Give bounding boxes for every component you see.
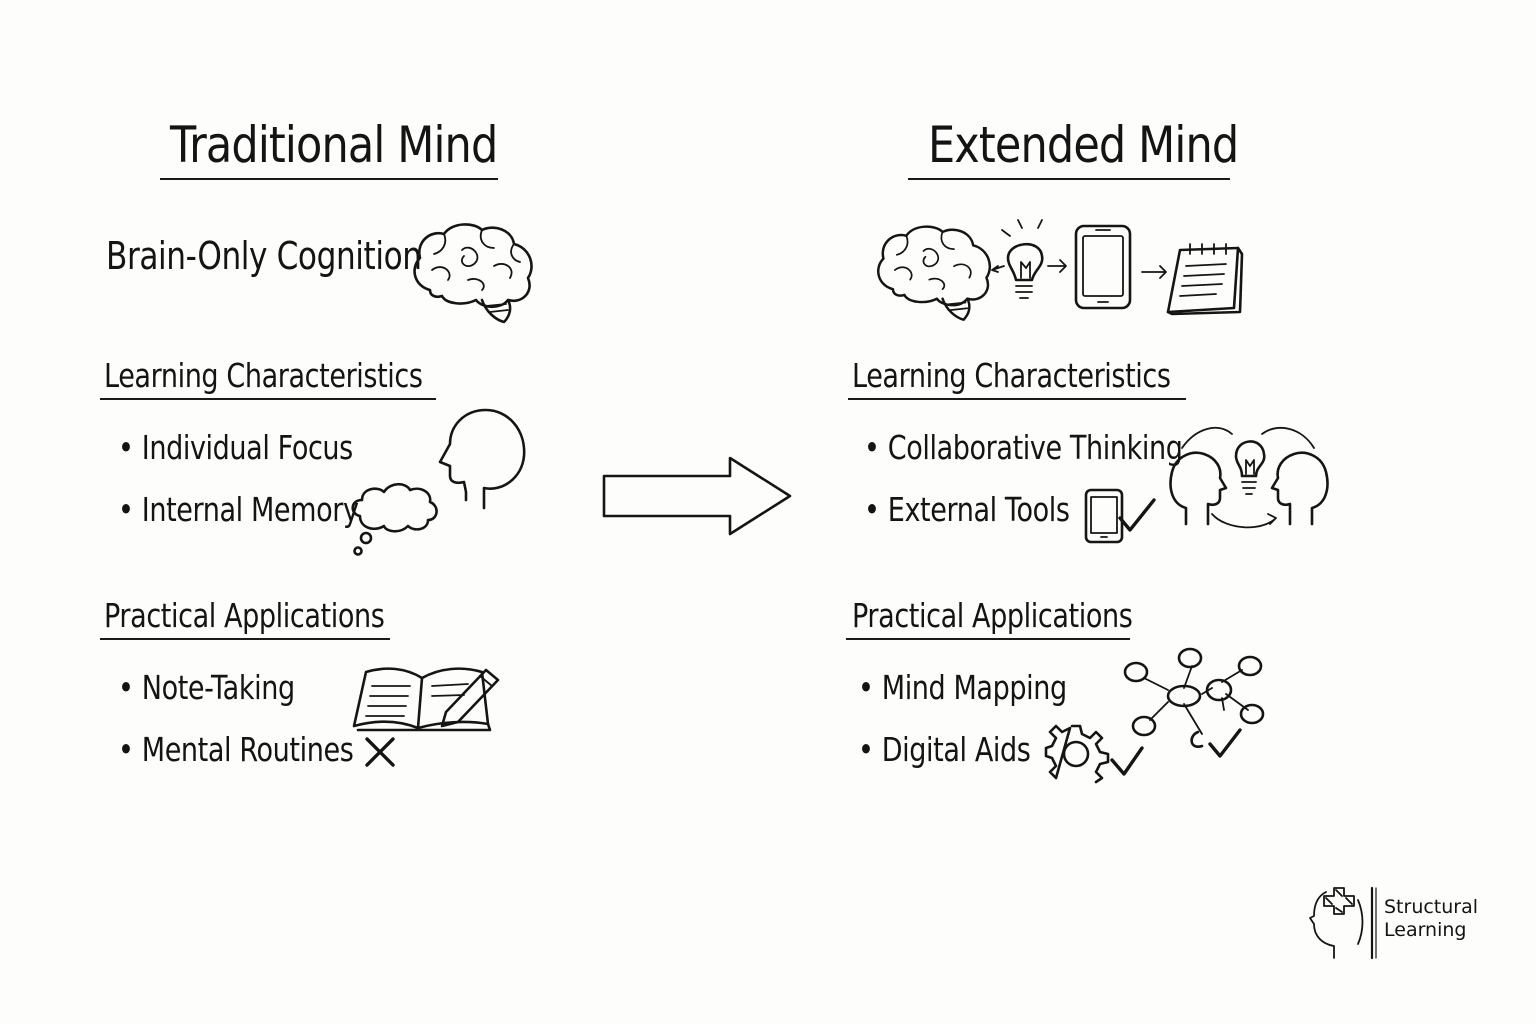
list-item-label: Individual Focus (141, 428, 354, 467)
bullet: • (858, 668, 874, 707)
bullet: • (118, 490, 134, 529)
list-item-label: Mind Mapping (881, 668, 1067, 707)
list-item-label: Note-Taking (141, 668, 295, 707)
right-learning-underline (848, 398, 1186, 400)
left-subtitle: Brain-Only Cognition (106, 234, 422, 278)
bullet: • (118, 428, 134, 467)
right-title: Extended Mind (928, 116, 1239, 174)
bullet: • (864, 490, 880, 529)
left-practical-heading: Practical Applications (104, 596, 385, 635)
smartphone-icon (1074, 224, 1132, 310)
head-silhouette-icon (438, 408, 526, 510)
logo-line-1: Structural (1384, 896, 1479, 918)
right-learning-item-1: • Collaborative Thinking (864, 428, 1183, 467)
left-learning-heading: Learning Characteristics (104, 356, 423, 395)
right-arrow-icon (602, 456, 792, 536)
right-practical-item-2: • Digital Aids (858, 730, 1031, 769)
structural-learning-logo-icon (1309, 886, 1377, 960)
small-arrow-icon (1141, 265, 1167, 279)
left-learning-item-1: • Individual Focus (118, 428, 353, 467)
list-item-label: Mental Routines (141, 730, 354, 769)
open-notebook-pencil-icon (352, 667, 500, 732)
bullet: • (858, 730, 874, 769)
two-heads-idea-icon (1169, 426, 1329, 529)
right-learning-item-2: • External Tools (864, 490, 1070, 529)
bullet: • (118, 668, 134, 707)
x-mark-icon (365, 737, 395, 767)
logo-text: Structural Learning (1384, 896, 1478, 942)
brain-icon (877, 225, 991, 321)
list-item-label: Collaborative Thinking (887, 428, 1183, 467)
list-item-label: Internal Memory (141, 490, 359, 529)
thought-bubble-icon (351, 482, 438, 556)
left-title: Traditional Mind (170, 116, 498, 174)
right-practical-underline (846, 638, 1130, 640)
gear-icon (1044, 724, 1144, 784)
left-practical-item-2: • Mental Routines (118, 730, 354, 769)
tablet-check-icon (1084, 488, 1156, 544)
brain-icon (413, 223, 533, 324)
left-learning-underline (100, 398, 436, 400)
list-item-label: Digital Aids (881, 730, 1031, 769)
mind-map-network-icon (1123, 647, 1265, 758)
left-practical-underline (100, 638, 390, 640)
lightbulb-icon (991, 219, 1067, 299)
right-practical-heading: Practical Applications (852, 596, 1133, 635)
left-learning-item-2: • Internal Memory (118, 490, 359, 529)
logo-line-2: Learning (1384, 919, 1467, 941)
left-practical-item-1: • Note-Taking (118, 668, 295, 707)
bullet: • (864, 428, 880, 467)
right-title-underline (908, 178, 1230, 180)
notepad-icon (1166, 243, 1244, 316)
right-learning-heading: Learning Characteristics (852, 356, 1171, 395)
left-title-underline (160, 178, 498, 180)
right-practical-item-1: • Mind Mapping (858, 668, 1067, 707)
list-item-label: External Tools (887, 490, 1070, 529)
bullet: • (118, 730, 134, 769)
